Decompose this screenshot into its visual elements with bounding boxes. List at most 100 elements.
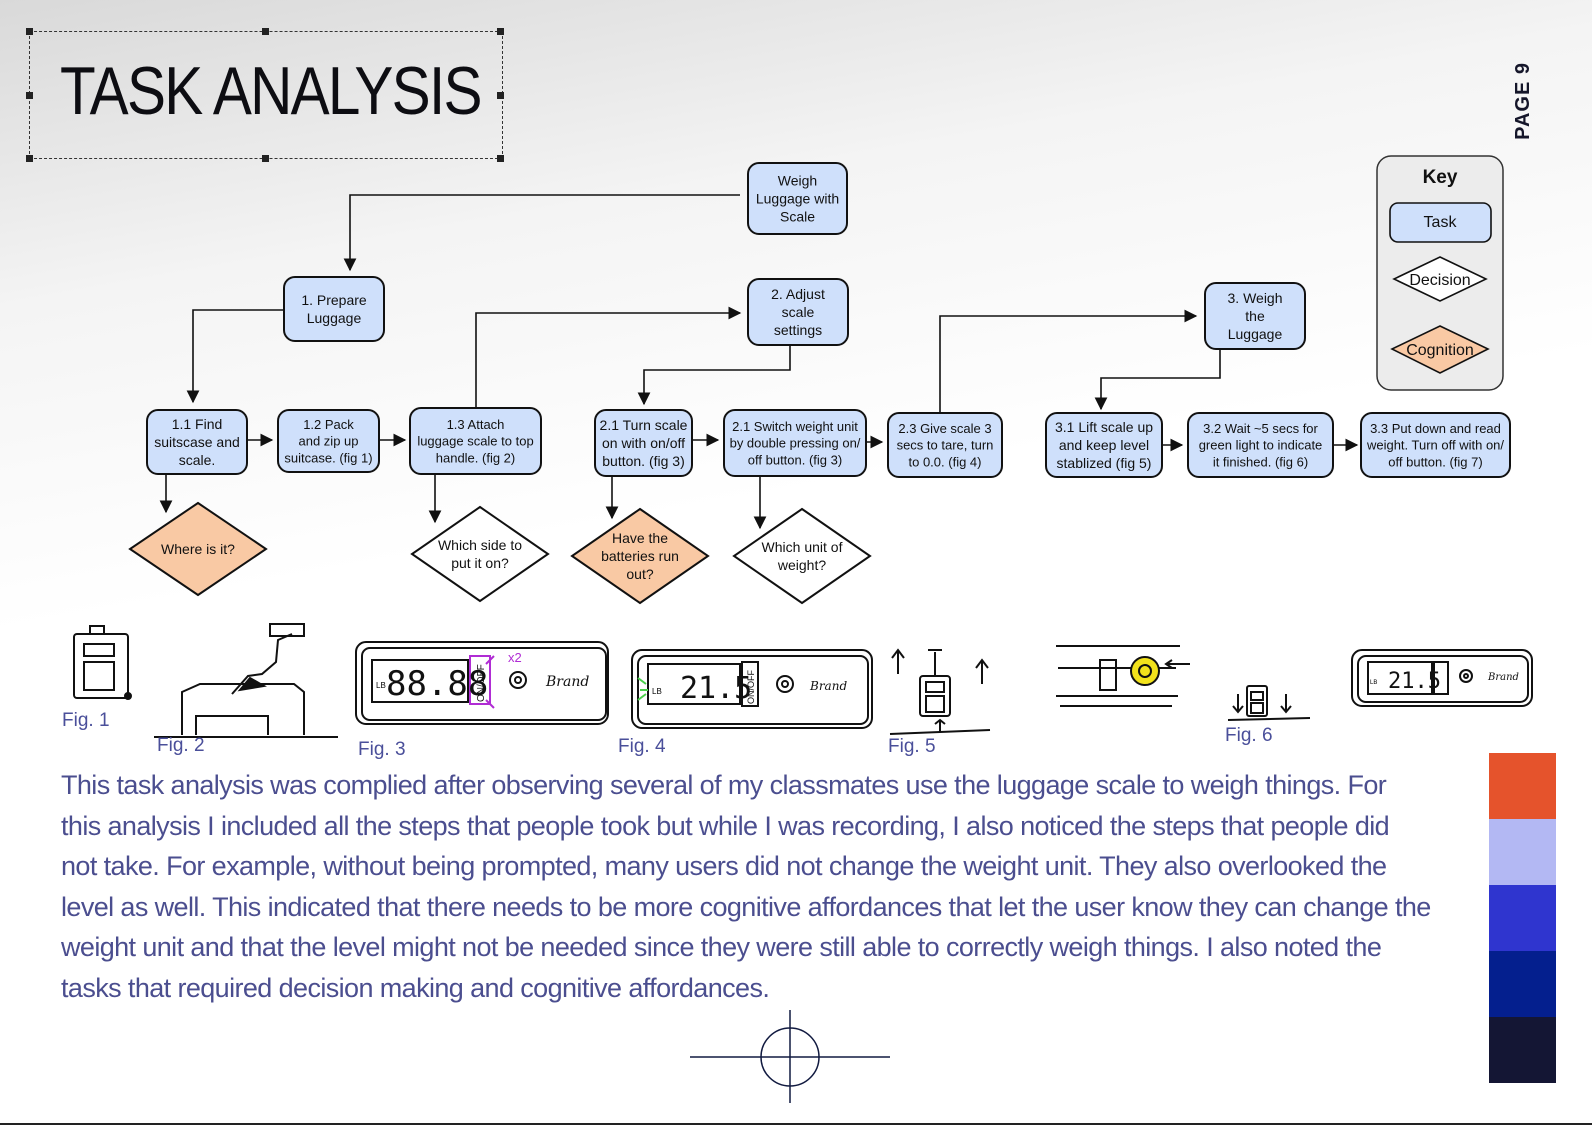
decision-node-d_where: Where is it? [128,501,268,597]
task-shape [747,278,849,346]
sketch-scale-display-4 [631,649,873,729]
fig-label-4: Fig. 4 [618,736,666,757]
decision-shape [128,501,268,597]
sketch-display-value: 88.88 [386,664,488,704]
description-paragraph: This task analysis was complied after ob… [61,770,1431,1003]
fig-label-2: Fig. 2 [157,735,205,756]
color-swatches [1489,753,1556,1083]
sketch-lb: LB [1370,680,1377,686]
fig-label-6: Fig. 6 [1225,725,1273,746]
figure-sketches [73,623,1533,738]
frame-handle [497,155,504,162]
connector [475,306,742,410]
sketch-texts: LB 88.88 ON/OFF Brand x2 LB 21.5 ON/OFF … [376,650,1519,706]
connector [1094,348,1221,411]
swatch-orange [1489,753,1556,819]
sketch-scale-display-7 [1351,649,1533,707]
sketch-brand: Brand [545,674,589,690]
legend-cognition-shape [1390,325,1490,374]
swatch-dark [1489,1017,1556,1083]
legend-decision-label: Decision [1409,272,1470,289]
legend-decision-shape [1392,256,1488,302]
frame-handle [26,28,33,35]
node-label: Where is it? [161,541,235,557]
sketch-scale-on-suitcase [154,623,338,738]
task-shape [1360,412,1511,478]
legend-task-shape [1389,202,1492,243]
sketch-onoff: ON/OFF [746,670,756,704]
swatch-blue [1489,885,1556,951]
sketch-suitcase [73,625,132,700]
task-shape [723,409,867,477]
fig-label-5: Fig. 5 [888,736,936,757]
sketch-lb: LB [652,687,662,696]
frame-handle [497,28,504,35]
fig-label-1: Fig. 1 [62,710,110,731]
frame-handle [497,92,504,99]
legend-cognition-label: Cognition [1406,342,1474,359]
connectors [159,194,1359,530]
task-shape [887,412,1003,478]
connector [637,345,791,406]
task-shape [277,409,380,473]
swatch-navy [1489,951,1556,1017]
sketch-lifting-scale [889,648,991,735]
swatch-lavender [1489,819,1556,885]
sketch-x2: x2 [508,650,522,665]
sketch-display-value: 21.5 [1388,669,1441,694]
frame-handle [26,92,33,99]
task-shape [1204,282,1306,350]
registration-mark [690,1010,890,1103]
frame-handle [26,155,33,162]
sketch-display-value: 21.5 [680,671,752,706]
sketch-lb: LB [376,681,386,690]
legend-task-label: Task [1424,214,1458,231]
task-shape [594,409,693,477]
task-shape [747,162,848,235]
task-shape [1045,412,1163,478]
sketch-scale-display-3 [355,641,609,725]
decision-shape [570,507,710,605]
connector [343,194,740,272]
task-shape [409,407,542,475]
decision-shape [410,505,550,603]
task-shape [283,276,385,342]
sketch-onoff: ON/OFF [476,664,487,702]
legend: Key Task Decision Cognition [1376,155,1504,391]
frame-handle [262,155,269,162]
task-shape [1187,412,1334,478]
sketch-brand: Brand [1487,672,1519,683]
connector [939,309,1198,413]
sketch-brand: Brand [809,679,847,693]
